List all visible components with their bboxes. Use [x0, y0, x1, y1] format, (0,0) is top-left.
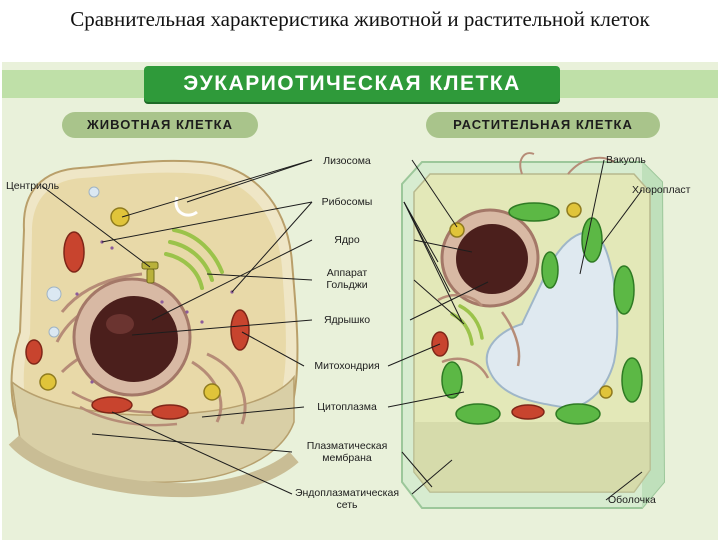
cell-poster: ЭУКАРИОТИЧЕСКАЯ КЛЕТКА ЖИВОТНАЯ КЛЕТКА Р… [2, 62, 718, 540]
label-lysosome: Лизосома [323, 155, 371, 167]
label-membrane-2: мембрана [322, 452, 372, 464]
label-er-1: Эндоплазматическая [295, 487, 399, 499]
plant-nucleus [456, 224, 528, 294]
animal-mitochondrion-3 [92, 397, 132, 413]
label-centriole: Центриоль [6, 180, 59, 192]
animal-vesicle-2 [89, 187, 99, 197]
plant-chloroplast-4 [542, 252, 558, 288]
label-cell-wall: Оболочка [608, 494, 656, 506]
plant-cell [402, 153, 664, 508]
label-nucleolus: Ядрышко [324, 314, 370, 326]
animal-vesicle-1 [47, 287, 61, 301]
animal-mitochondrion-5 [26, 340, 42, 364]
plant-chloroplast-7 [456, 404, 500, 424]
animal-centriole-b [147, 269, 154, 283]
label-golgi-1: Аппарат [327, 267, 367, 279]
label-cytoplasm: Цитоплазма [317, 401, 377, 413]
plant-chloroplast-2 [582, 218, 602, 262]
label-ribosomes: Рибосомы [322, 196, 373, 208]
plant-chloroplast-6 [622, 358, 642, 402]
plant-mitochondrion-2 [512, 405, 544, 419]
animal-cell [12, 161, 298, 490]
plant-chloroplast-3 [614, 266, 634, 314]
plant-chloroplast-8 [556, 404, 600, 424]
plant-lysosome-1 [450, 223, 464, 237]
animal-mitochondrion-1 [64, 232, 84, 272]
cells-illustration [2, 62, 718, 540]
label-golgi-2: Гольджи [326, 279, 367, 291]
label-mitochondria: Митохондрия [314, 360, 379, 372]
plant-chloroplast-1 [509, 203, 559, 221]
animal-lysosome-2 [40, 374, 56, 390]
label-nucleus: Ядро [334, 234, 359, 246]
animal-lysosome-3 [204, 384, 220, 400]
animal-nucleolus [106, 314, 134, 334]
plant-cut-face [414, 422, 650, 492]
label-chloroplast: Хлоропласт [632, 184, 690, 196]
label-vacuole: Вакуоль [606, 154, 646, 166]
animal-vesicle-3 [49, 327, 59, 337]
plant-lysosome-2 [567, 203, 581, 217]
animal-nucleus [90, 296, 178, 382]
animal-mitochondrion-2 [231, 310, 249, 350]
slide-title: Сравнительная характеристика животной и … [40, 6, 680, 33]
animal-lysosome-1 [111, 208, 129, 226]
plant-lysosome-3 [600, 386, 612, 398]
label-membrane-1: Плазматическая [307, 440, 388, 452]
label-er-2: сеть [336, 499, 357, 511]
animal-mitochondrion-4 [152, 405, 188, 419]
